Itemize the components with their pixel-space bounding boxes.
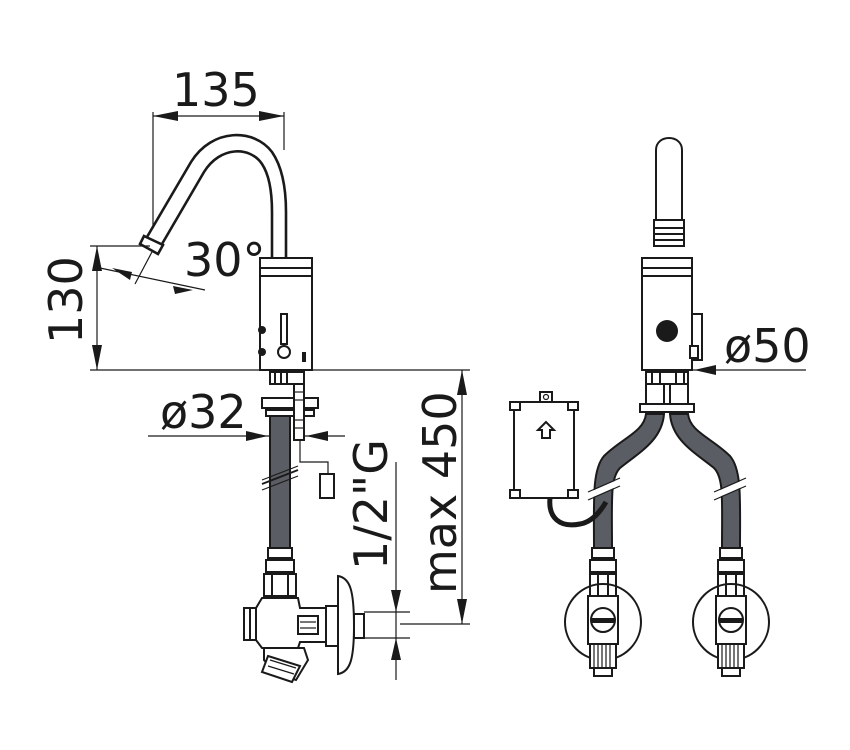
supply-hose-side — [261, 415, 299, 549]
front-shanks — [639, 371, 695, 413]
angle-indicator: 30° — [99, 233, 266, 294]
max-length-dimension: max 450 — [400, 370, 470, 625]
height-dimension: 130 — [39, 245, 470, 371]
base-diameter-dimension: ø32 — [148, 385, 345, 441]
control-box — [509, 391, 609, 528]
body-diameter-dimension: ø50 — [692, 319, 811, 375]
arrow-up-icon — [535, 420, 557, 439]
angle-valve-front-left — [564, 547, 642, 677]
gooseneck-spout — [138, 133, 288, 258]
reach-dimension: 135 — [152, 63, 285, 228]
mounting-shank — [261, 371, 319, 441]
height-label: 130 — [39, 256, 93, 344]
thread-label: 1/2"G — [344, 439, 398, 570]
angle-valve-side — [243, 547, 365, 684]
thread-dimension: 1/2"G — [344, 439, 410, 680]
reach-label: 135 — [172, 63, 260, 117]
supply-hoses-front — [586, 413, 748, 549]
faucet-body-side — [258, 257, 313, 371]
faucet-body-front — [641, 257, 703, 371]
body-diameter-label: ø50 — [724, 319, 811, 373]
side-view: 30° 135 130 — [39, 63, 470, 684]
max-length-label: max 450 — [413, 391, 467, 594]
angle-label: 30° — [184, 233, 266, 287]
sensor-icon — [656, 320, 678, 342]
sensor-connector — [299, 440, 335, 499]
angle-valve-front-right — [692, 547, 770, 677]
front-view: ø50 — [509, 137, 811, 677]
spout-front — [653, 137, 685, 247]
base-diameter-label: ø32 — [160, 385, 247, 439]
